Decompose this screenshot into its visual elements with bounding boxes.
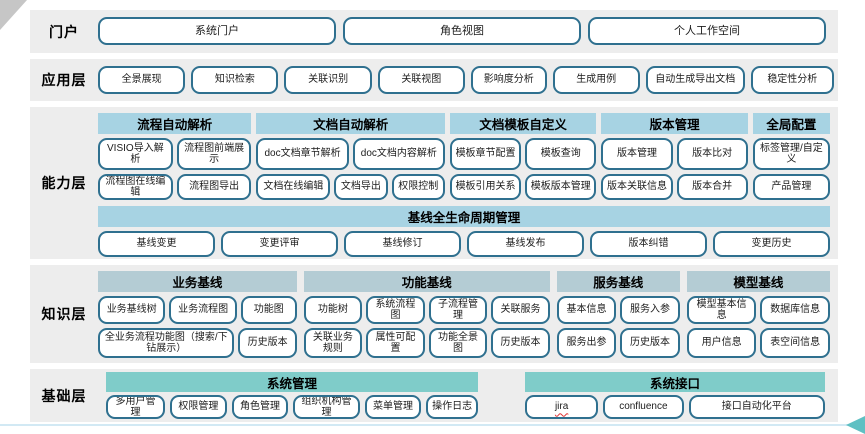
capability-box: doc文档内容解析: [352, 138, 445, 170]
baseline-box: 基线修订: [344, 231, 461, 257]
capability-box: 版本管理: [601, 138, 673, 170]
capability-group-header-version-mgmt: 版本管理: [601, 113, 748, 134]
app-box-relation-view: 关联视图: [377, 66, 465, 94]
capability-box: doc文档章节解析: [256, 138, 349, 170]
knowledge-group-header-function-baseline: 功能基线: [303, 271, 550, 292]
foundation-box-jira: jira: [525, 395, 599, 419]
knowledge-box: 全业务流程功能图（搜索/下钻展示）: [98, 328, 235, 358]
foundation-box: 角色管理: [231, 395, 289, 419]
baseline-box: 基线发布: [467, 231, 584, 257]
baseline-box: 变更历史: [713, 231, 830, 257]
layer-capability: 能力层 流程自动解析 VISIO导入解析 流程图前端展示 流程图在线编辑 流程图…: [30, 107, 838, 259]
jira-label-with-spellcheck-underline: jira: [554, 401, 569, 413]
capability-box: 文档导出: [334, 174, 388, 200]
knowledge-box: 模型基本信息: [686, 296, 757, 324]
knowledge-group-header-service-baseline: 服务基线: [556, 271, 680, 292]
capability-box: 版本比对: [676, 138, 748, 170]
knowledge-box: 基本信息: [556, 296, 617, 324]
knowledge-box: 属性可配置: [366, 328, 425, 358]
capability-box: 产品管理: [752, 174, 830, 200]
layer-portal: 门户 系统门户 角色视图 个人工作空间: [30, 10, 838, 53]
layer-application: 应用层 全景展现 知识检索 关联识别 关联视图 影响度分析 生成用例 自动生成导…: [30, 59, 838, 101]
foundation-box: 权限管理: [170, 395, 227, 419]
portal-box-system-portal: 系统门户: [98, 17, 336, 45]
app-box-generate-usecase: 生成用例: [552, 66, 640, 94]
baseline-box: 版本纠错: [590, 231, 707, 257]
capability-group-header-doc-template: 文档模板自定义: [449, 113, 597, 134]
knowledge-box: 关联服务: [491, 296, 550, 324]
layer-knowledge: 知识层 业务基线 业务基线树 业务流程图 功能图 全业务流程功能图（搜索/下钻展…: [30, 265, 838, 363]
knowledge-box: 服务出参: [556, 328, 617, 358]
knowledge-box: 功能图: [240, 296, 297, 324]
knowledge-box: 功能树: [303, 296, 363, 324]
foundation-box-confluence: confluence: [603, 395, 684, 419]
capability-group-header-process-parse: 流程自动解析: [98, 113, 252, 134]
layer-knowledge-label: 知识层: [41, 306, 87, 322]
knowledge-group-header-model-baseline: 模型基线: [686, 271, 830, 292]
arrow-left-icon: [846, 416, 865, 434]
app-box-stability-analysis: 稳定性分析: [750, 66, 834, 94]
capability-box: 模板版本管理: [525, 174, 597, 200]
capability-group-header-global-config: 全局配置: [752, 113, 830, 134]
foundation-box: 组织机构管理: [293, 395, 360, 419]
foundation-box-api-automation: 接口自动化平台: [688, 395, 825, 419]
app-box-relation-identify: 关联识别: [284, 66, 372, 94]
knowledge-box: 表空间信息: [760, 328, 830, 358]
capability-box: 版本关联信息: [601, 174, 673, 200]
layer-capability-label: 能力层: [41, 175, 87, 191]
capability-box: 权限控制: [391, 174, 445, 200]
knowledge-box: 业务基线树: [98, 296, 166, 324]
capability-box: 标签管理/自定义: [752, 138, 830, 170]
knowledge-box: 服务入参: [620, 296, 680, 324]
foundation-box: 菜单管理: [364, 395, 422, 419]
capability-box: VISIO导入解析: [98, 138, 173, 170]
app-box-knowledge-search: 知识检索: [191, 66, 279, 94]
page-corner-decoration: [0, 0, 27, 30]
capability-box: 模板引用关系: [449, 174, 522, 200]
knowledge-group-header-business-baseline: 业务基线: [98, 271, 297, 292]
portal-box-personal-workspace: 个人工作空间: [588, 17, 826, 45]
knowledge-box: 用户信息: [686, 328, 757, 358]
layer-application-label: 应用层: [41, 72, 87, 88]
knowledge-box: 历史版本: [491, 328, 550, 358]
app-box-panorama: 全景展现: [98, 66, 186, 94]
capability-baseline-header: 基线全生命周期管理: [98, 206, 830, 227]
capability-box: 模板查询: [525, 138, 597, 170]
app-box-impact-analysis: 影响度分析: [470, 66, 547, 94]
capability-box: 模板章节配置: [449, 138, 522, 170]
knowledge-box: 业务流程图: [169, 296, 237, 324]
knowledge-box: 历史版本: [238, 328, 297, 358]
app-box-auto-export-doc: 自动生成导出文档: [645, 66, 745, 94]
foundation-group-header-system-mgmt: 系统管理: [106, 372, 478, 392]
capability-box: 文档在线编辑: [256, 174, 331, 200]
foundation-group-header-system-interface: 系统接口: [525, 372, 825, 392]
knowledge-box: 子流程管理: [428, 296, 488, 324]
foundation-box: 多用户管理: [106, 395, 166, 419]
foundation-box: 操作日志: [426, 395, 479, 419]
portal-box-role-view: 角色视图: [343, 17, 581, 45]
knowledge-box: 数据库信息: [760, 296, 830, 324]
knowledge-box: 系统流程图: [366, 296, 425, 324]
knowledge-box: 历史版本: [620, 328, 680, 358]
capability-group-header-doc-parse: 文档自动解析: [256, 113, 445, 134]
knowledge-box: 功能全景图: [428, 328, 488, 358]
baseline-box: 变更评审: [221, 231, 338, 257]
bottom-divider-line: [0, 424, 849, 426]
capability-box: 流程图在线编辑: [98, 174, 173, 200]
capability-box: 版本合并: [676, 174, 748, 200]
layer-portal-label: 门户: [49, 23, 79, 40]
layer-foundation: 基础层 系统管理 多用户管理 权限管理 角色管理 组织机构管理 菜单管理 操作日…: [30, 369, 838, 422]
knowledge-box: 关联业务规则: [303, 328, 363, 358]
layer-foundation-label: 基础层: [41, 387, 87, 404]
baseline-box: 基线变更: [98, 231, 215, 257]
capability-box: 流程图导出: [176, 174, 252, 200]
capability-box: 流程图前端展示: [176, 138, 252, 170]
